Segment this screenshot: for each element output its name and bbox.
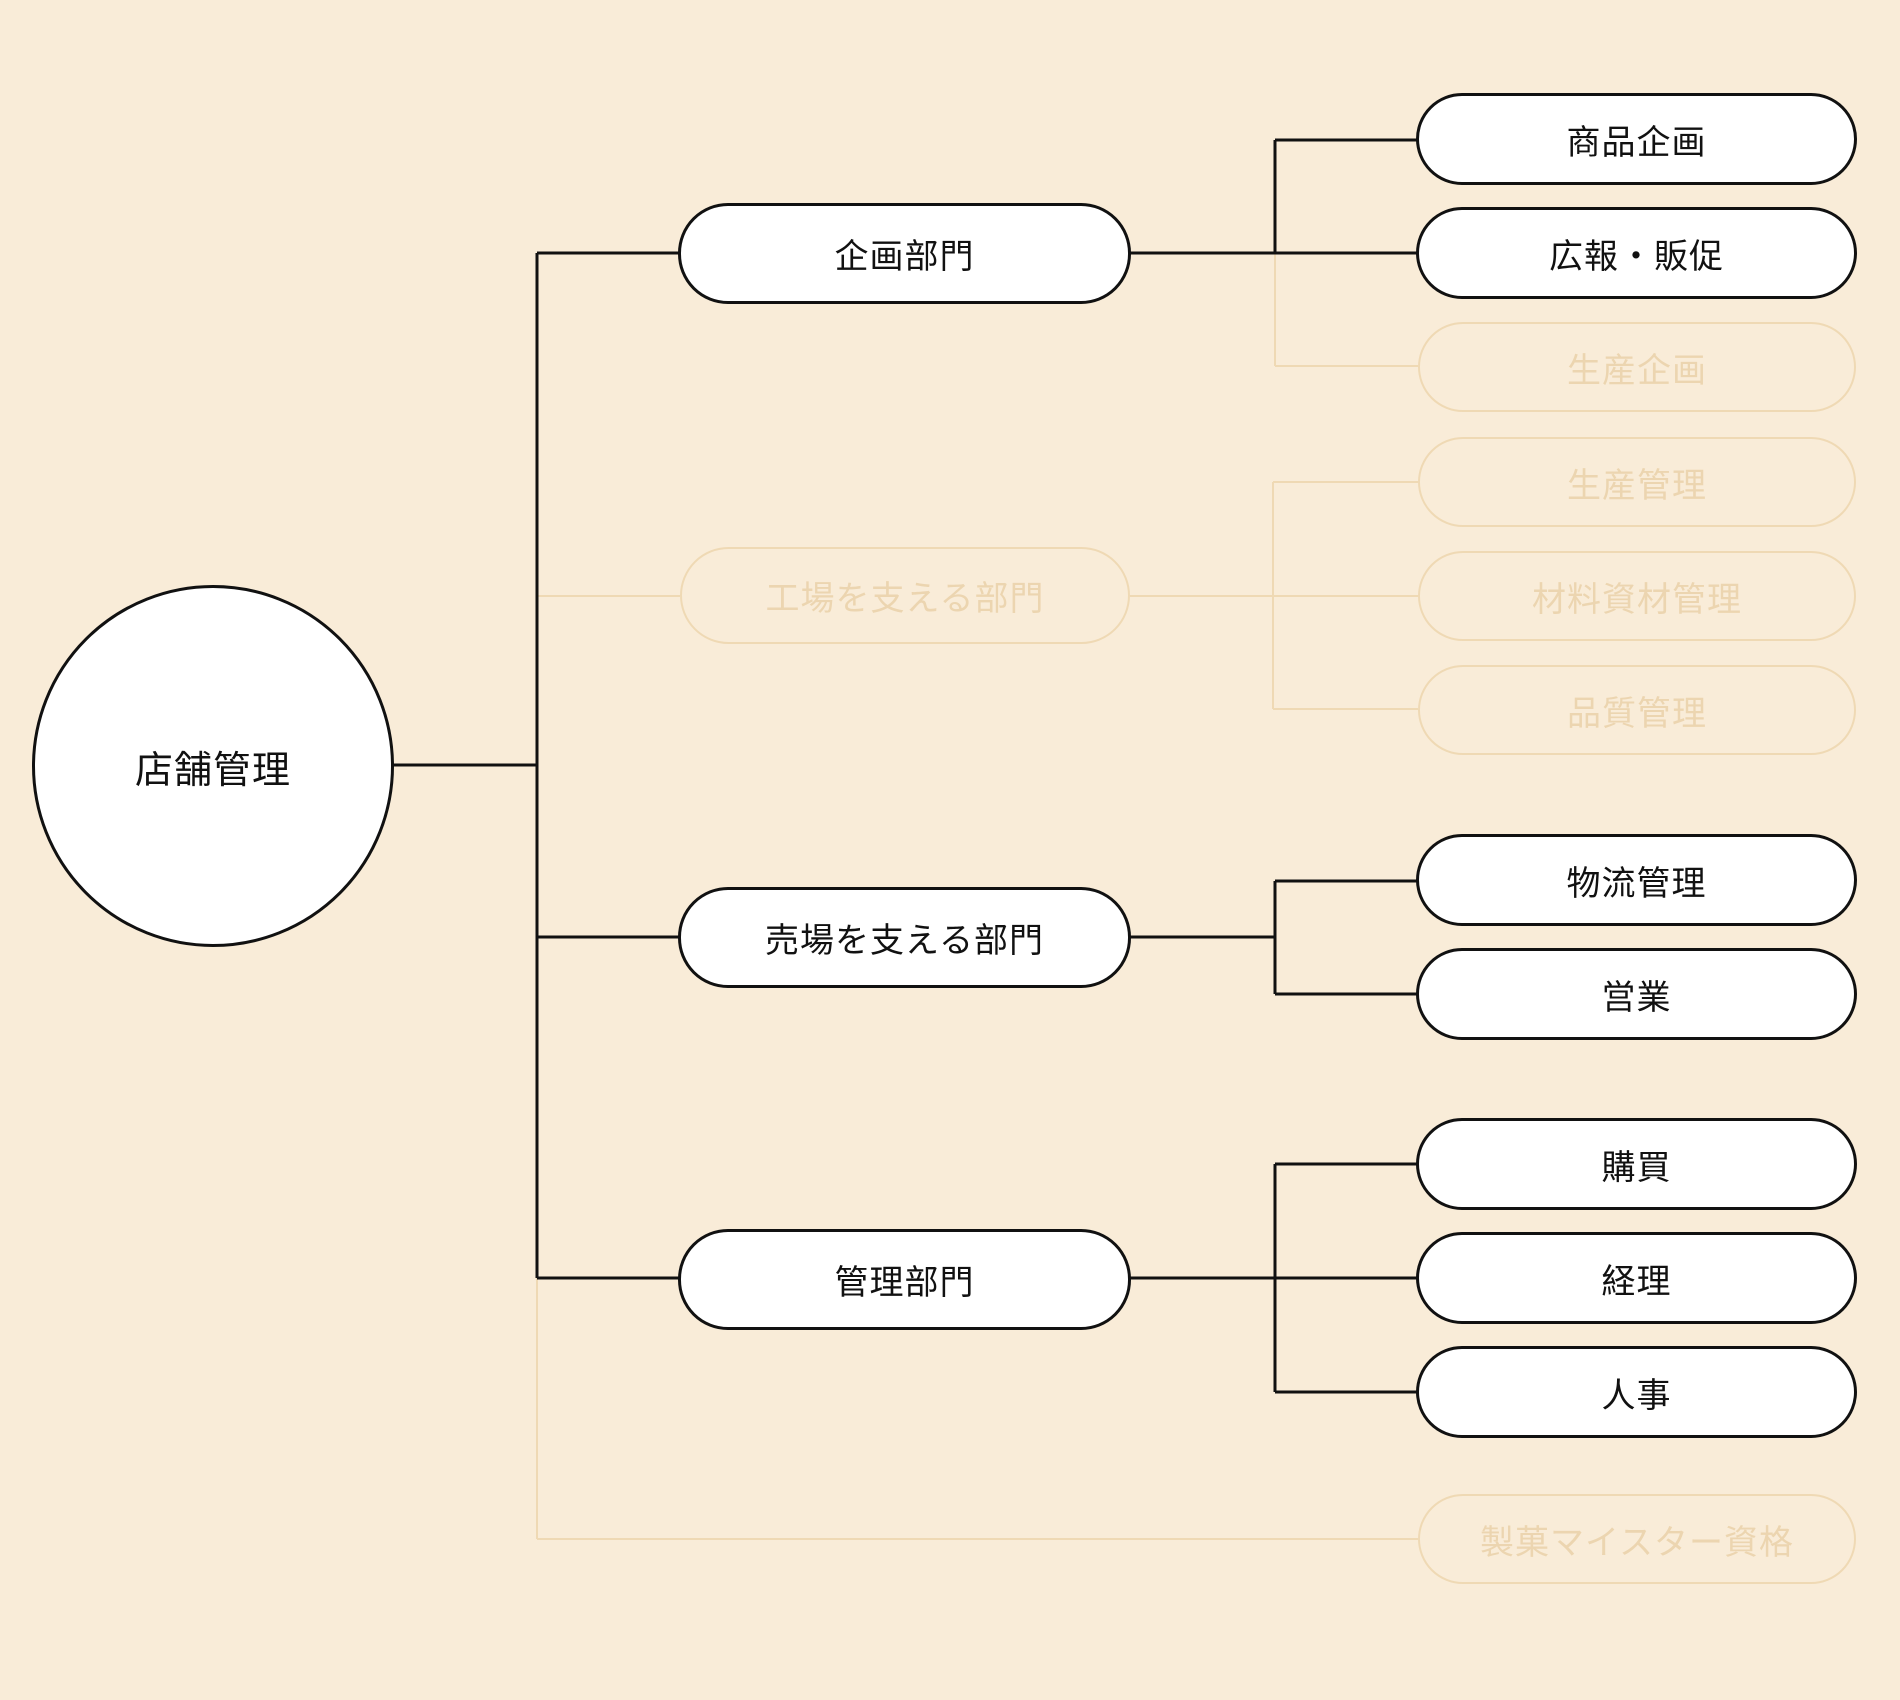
leaf-node-seisan-kanri: 生産管理: [1418, 437, 1856, 527]
leaf-node-eigyo: 営業: [1416, 948, 1857, 1040]
leaf-node-seika-meister: 製菓マイスター資格: [1418, 1494, 1856, 1584]
leaf-node-seisan-kikaku: 生産企画: [1418, 322, 1856, 412]
leaf-node-shohin-kikaku: 商品企画: [1416, 93, 1857, 185]
dept-node-factory: 工場を支える部門: [680, 547, 1130, 644]
leaf-node-hinshitsu-kanri: 品質管理: [1418, 665, 1856, 755]
leaf-node-butsuryu-kanri: 物流管理: [1416, 834, 1857, 926]
dept-node-kikaku: 企画部門: [678, 203, 1131, 304]
leaf-node-kobai: 購買: [1416, 1118, 1857, 1210]
leaf-node-zairyo-shizai: 材料資材管理: [1418, 551, 1856, 641]
dept-node-kanri: 管理部門: [678, 1229, 1131, 1330]
leaf-node-keiri: 経理: [1416, 1232, 1857, 1324]
root-node: 店舗管理: [32, 585, 394, 947]
leaf-node-jinji: 人事: [1416, 1346, 1857, 1438]
active-connectors: [393, 138, 1418, 1394]
dept-node-uriba: 売場を支える部門: [678, 887, 1131, 988]
faded-connectors: [536, 253, 1418, 1540]
leaf-node-koho-hansoku: 広報・販促: [1416, 207, 1857, 299]
